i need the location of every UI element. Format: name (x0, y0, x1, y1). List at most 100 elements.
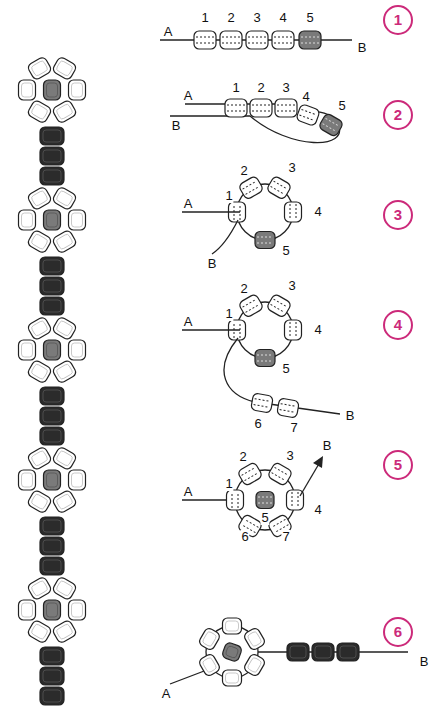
white-bead (52, 359, 78, 384)
white-bead (225, 99, 247, 117)
callout-number: 5 (260, 511, 269, 525)
callout-number: 4 (278, 11, 287, 25)
black-bead (40, 517, 64, 535)
step-label: 1 (394, 12, 402, 28)
black-bead (40, 557, 64, 575)
white-bead (27, 186, 53, 211)
arrowhead (313, 456, 323, 468)
black-bead (40, 387, 64, 405)
center-bead (44, 210, 61, 230)
white-bead (251, 393, 274, 413)
callout-number: 5 (281, 244, 290, 258)
white-bead (296, 104, 321, 127)
white-bead (27, 99, 53, 124)
white-bead (220, 31, 242, 49)
callout-number: 4 (313, 323, 322, 337)
callout-number: 3 (285, 449, 294, 463)
thread (212, 220, 238, 254)
callout-number: B (345, 409, 356, 423)
step-number: 3 (383, 200, 413, 230)
callout-number: 6 (240, 530, 249, 544)
black-bead (40, 257, 64, 275)
white-bead (277, 398, 300, 418)
white-bead (266, 293, 292, 318)
white-bead (198, 653, 221, 677)
black-bead (40, 667, 64, 685)
white-bead (287, 490, 304, 510)
white-bead (198, 627, 221, 651)
callout-number: A (163, 25, 174, 39)
white-bead (52, 229, 78, 254)
callout-number: 5 (337, 99, 346, 113)
callout-number: B (207, 257, 218, 271)
callout-number: 2 (239, 282, 248, 296)
black-bead (40, 537, 64, 555)
callout-number: 5 (281, 362, 290, 376)
callout-number: 2 (239, 164, 248, 178)
black-bead (287, 643, 309, 661)
callout-number: 1 (200, 11, 209, 25)
callout-number: 2 (256, 81, 265, 95)
white-bead (69, 600, 86, 620)
white-bead (246, 31, 268, 49)
thread (300, 462, 320, 496)
white-bead (27, 446, 53, 471)
white-bead (69, 470, 86, 490)
white-bead (275, 99, 297, 117)
white-bead (267, 462, 293, 487)
thread (182, 211, 240, 212)
callout-number: 3 (287, 279, 296, 293)
callout-number: 1 (224, 189, 233, 203)
step-number: 4 (383, 310, 413, 340)
step-number: 6 (383, 617, 413, 647)
step-number: 1 (383, 5, 413, 35)
black-bead (312, 643, 334, 661)
white-bead (52, 99, 78, 124)
step-label: 6 (394, 624, 402, 640)
callout-number: A (183, 485, 194, 499)
callout-number: 1 (224, 477, 233, 491)
white-bead (266, 175, 292, 200)
black-bead (40, 647, 64, 665)
black-bead (40, 147, 64, 165)
white-bead (19, 80, 36, 100)
callout-number: 7 (281, 530, 290, 544)
white-bead (285, 202, 302, 222)
white-bead (27, 576, 53, 601)
step-label: 4 (394, 317, 402, 333)
white-bead (69, 80, 86, 100)
white-bead (52, 576, 78, 601)
center-bead (44, 80, 61, 100)
black-bead (40, 297, 64, 315)
white-bead (27, 619, 53, 644)
center-bead (255, 350, 275, 367)
white-bead (27, 56, 53, 81)
center-bead (44, 470, 61, 490)
callout-number: 4 (313, 205, 322, 219)
callout-number: 2 (226, 11, 235, 25)
callout-number: A (183, 315, 194, 329)
black-bead (337, 643, 359, 661)
white-bead (69, 210, 86, 230)
white-bead (27, 359, 53, 384)
callout-number: A (161, 687, 172, 701)
white-bead (27, 316, 53, 341)
white-bead (19, 600, 36, 620)
white-bead (52, 186, 78, 211)
white-bead (227, 490, 244, 510)
center-bead (255, 232, 275, 249)
step-number: 5 (383, 450, 413, 480)
white-bead (19, 210, 36, 230)
center-bead (256, 492, 274, 509)
callout-number: 6 (253, 417, 262, 431)
callout-number: 3 (252, 11, 261, 25)
callout-number: 1 (231, 81, 240, 95)
step-label: 5 (394, 457, 402, 473)
white-bead (19, 470, 36, 490)
step-label: 2 (394, 107, 402, 123)
callout-number: B (171, 119, 182, 133)
callout-number: 3 (287, 161, 296, 175)
white-bead (69, 340, 86, 360)
step-label: 3 (394, 207, 402, 223)
callout-number: 2 (238, 450, 247, 464)
